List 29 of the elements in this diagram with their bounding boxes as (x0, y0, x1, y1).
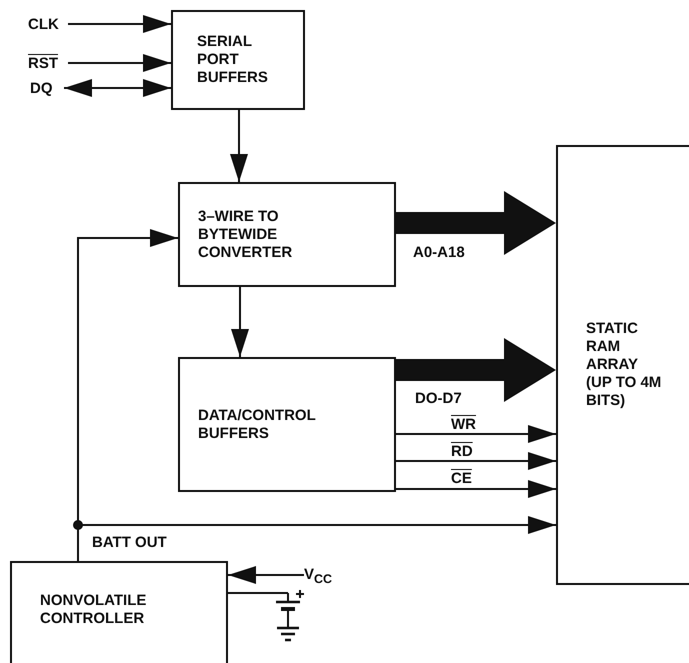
arrow (396, 452, 556, 470)
arrow (228, 566, 304, 584)
edge-label: CE (451, 471, 472, 486)
edge-label: DO-D7 (415, 391, 462, 406)
block-box (178, 357, 396, 492)
arrow (68, 54, 171, 72)
edge-label: RD (451, 444, 473, 459)
edge-label: WR (451, 417, 476, 432)
block-label: 3–WIRE TO BYTEWIDE CONVERTER (197, 208, 294, 262)
block-box (171, 10, 305, 110)
signal-name: V$_{CC}$ (304, 566, 332, 586)
block-box (556, 145, 689, 585)
block-label: SERIAL PORT BUFFERS (196, 33, 269, 87)
arrow (68, 15, 171, 33)
arrow (396, 425, 556, 443)
bus-arrow (396, 338, 556, 402)
block-box (178, 182, 396, 287)
bus-arrow (396, 191, 556, 255)
arrow (230, 110, 248, 182)
arrow (231, 287, 249, 357)
edge-label: BATT OUT (92, 535, 167, 550)
arrow (64, 79, 171, 97)
block-label: NONVOLATILE CONTROLLER (39, 592, 148, 628)
block-box (10, 561, 228, 663)
block-label: STATIC RAM ARRAY (UP TO 4M BITS) (585, 320, 662, 410)
block-label: DATA/CONTROL BUFFERS (197, 406, 316, 442)
arrow (396, 480, 556, 498)
signal-name: DQ (30, 80, 52, 97)
edge-label: A0-A18 (413, 245, 465, 260)
